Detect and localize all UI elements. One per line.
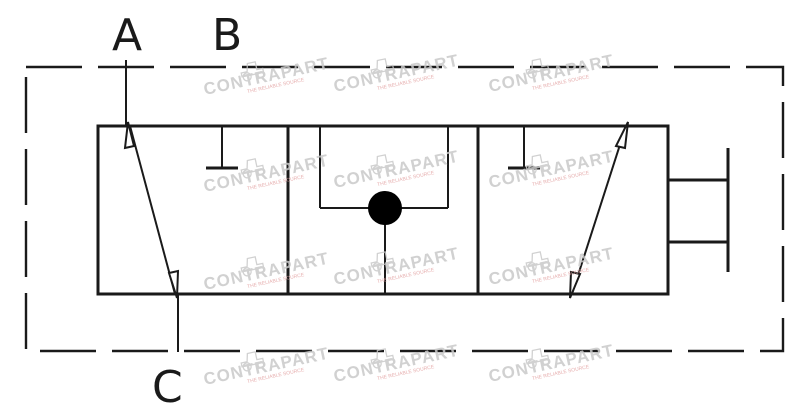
tractor-icon	[370, 58, 395, 79]
check-ball	[368, 191, 402, 225]
arrowhead-left-bottom	[167, 269, 180, 299]
arrowhead-right-bottom	[569, 270, 582, 299]
left-envelope-symbols	[123, 121, 238, 299]
center-envelope-symbols	[319, 126, 449, 294]
tractor-icon	[370, 348, 395, 369]
tractor-icon	[370, 154, 395, 175]
arrowhead-left-top	[123, 121, 136, 150]
watermark-text: CONTRAPART	[487, 341, 616, 386]
flow-line-right	[571, 125, 627, 295]
watermark-text: CONTRAPART	[487, 244, 616, 289]
tractor-icon	[240, 158, 265, 179]
valve-body	[96, 124, 670, 296]
watermark-text: CONTRAPART	[332, 341, 461, 386]
tractor-icon	[525, 154, 550, 175]
tractor-icon	[525, 58, 550, 79]
tractor-icon	[240, 351, 265, 372]
tractor-icon	[370, 251, 395, 272]
flow-line-left	[129, 125, 176, 295]
port-label-b: B	[212, 10, 242, 61]
push-button-actuator	[668, 148, 730, 272]
watermark-text: CONTRAPART	[487, 51, 616, 96]
watermark-text: CONTRAPART	[332, 147, 461, 192]
dashed-enclosure	[24, 65, 785, 353]
tractor-icon	[525, 348, 550, 369]
watermark-text: CONTRAPART	[202, 249, 331, 294]
watermark-text: CONTRAPART	[332, 244, 461, 289]
tractor-icon	[240, 61, 265, 82]
watermark-text: CONTRAPART	[332, 51, 461, 96]
arrowhead-right-top	[614, 121, 629, 150]
tractor-icon	[525, 251, 550, 272]
tractor-icon	[240, 256, 265, 277]
right-envelope-symbols	[508, 121, 629, 299]
watermark-text: CONTRAPART	[487, 147, 616, 192]
port-label-a: A	[112, 10, 142, 61]
port-label-c: C	[152, 362, 183, 413]
